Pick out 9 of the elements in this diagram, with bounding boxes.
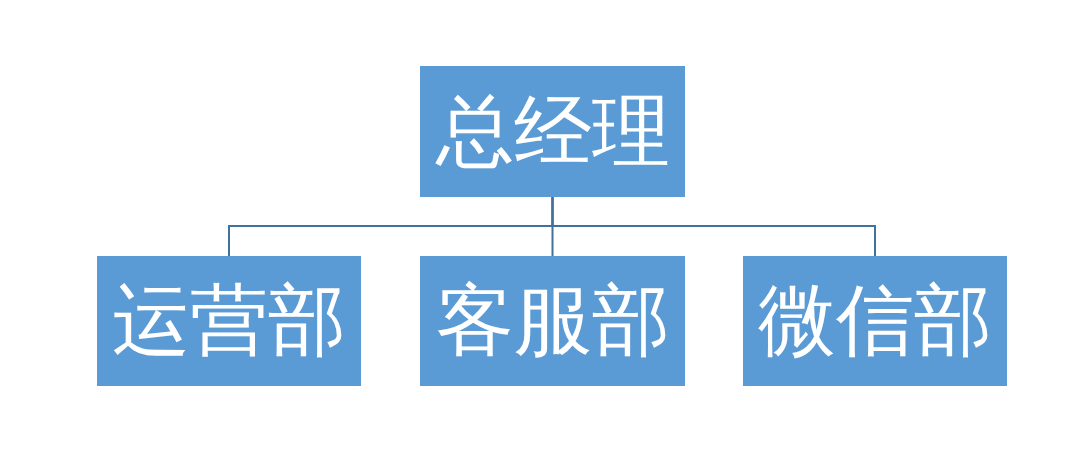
box-label: 运营部: [112, 278, 346, 364]
org-box: [420, 256, 685, 386]
box-label: 微信部: [758, 278, 992, 364]
org-box: [97, 256, 361, 386]
org-box: [420, 66, 685, 197]
box-label: 总经理: [435, 88, 670, 175]
connector-line: [551, 196, 876, 257]
box-label: 客服部: [435, 278, 670, 364]
org-box: [743, 256, 1007, 386]
